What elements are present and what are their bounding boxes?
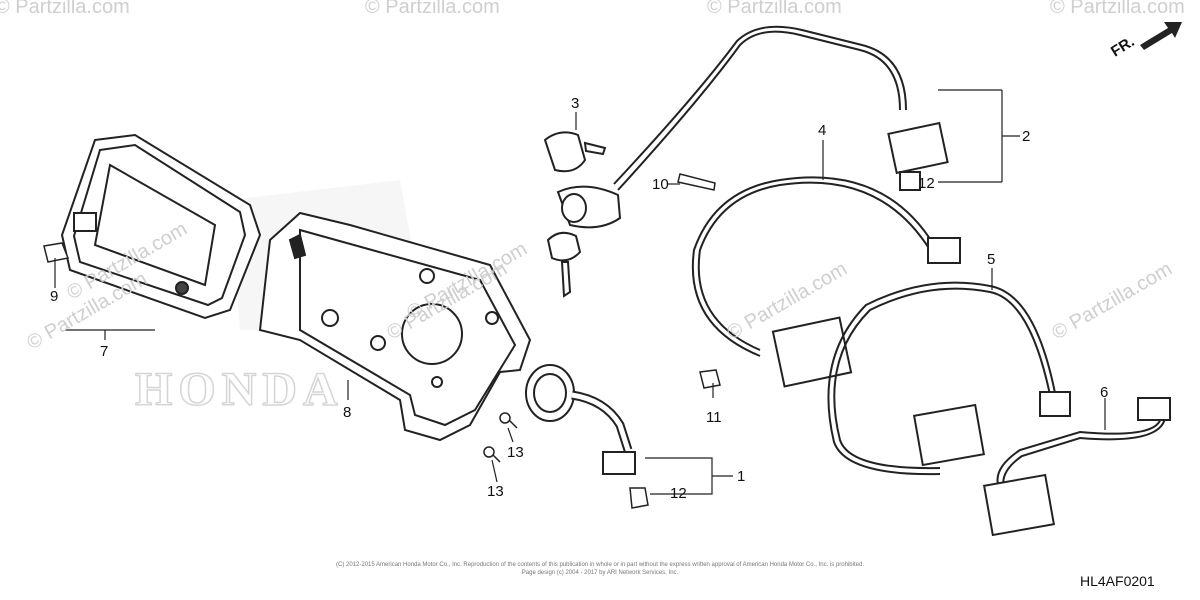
small-connector-part	[677, 173, 716, 191]
callout-5: 5	[987, 251, 996, 268]
watermark-text: © Partzilla.com	[0, 0, 130, 18]
meter-stay	[258, 211, 532, 442]
callout-1: 1	[737, 468, 746, 485]
ignition-switch	[543, 131, 622, 298]
callout-9: 9	[50, 288, 59, 305]
callout-12-upper: 12	[918, 175, 935, 192]
front-direction-arrow	[1140, 22, 1182, 50]
callout-8: 8	[343, 404, 352, 421]
leader-lines	[54, 89, 1106, 495]
connector-wire-harness	[982, 397, 1171, 537]
bolt-lower	[483, 446, 501, 463]
honda-logo-text: HONDA	[135, 363, 344, 416]
meter-cover	[60, 133, 262, 320]
callout-10: 10	[652, 176, 669, 193]
callout-4: 4	[818, 122, 827, 139]
small-label-part	[43, 242, 70, 263]
figure-code: HL4AF0201	[1080, 573, 1155, 589]
callout-12-lower: 12	[670, 485, 687, 502]
callout-3: 3	[571, 95, 580, 112]
harness-clip-lower	[629, 487, 649, 509]
switch-wire-harness	[827, 281, 1071, 476]
callout-2: 2	[1022, 128, 1031, 145]
page-design-notice: Page design (c) 2004 - 2017 by ARI Netwo…	[521, 570, 679, 576]
watermark-text: © Partzilla.com	[707, 0, 842, 18]
callout-6: 6	[1100, 384, 1109, 401]
callout-13-upper: 13	[507, 444, 524, 461]
callout-13-lower: 13	[487, 483, 504, 500]
socket-wire	[525, 364, 636, 475]
bolt-upper	[499, 412, 518, 429]
harness-clip-center	[699, 369, 721, 389]
copyright-notice: (C) 2012-2015 American Honda Motor Co., …	[336, 562, 864, 568]
watermark-text: © Partzilla.com	[1050, 0, 1185, 18]
main-wire-harness	[613, 25, 949, 191]
callout-11: 11	[706, 409, 722, 426]
watermark-text: © Partzilla.com	[365, 0, 500, 18]
callout-7: 7	[100, 343, 109, 360]
